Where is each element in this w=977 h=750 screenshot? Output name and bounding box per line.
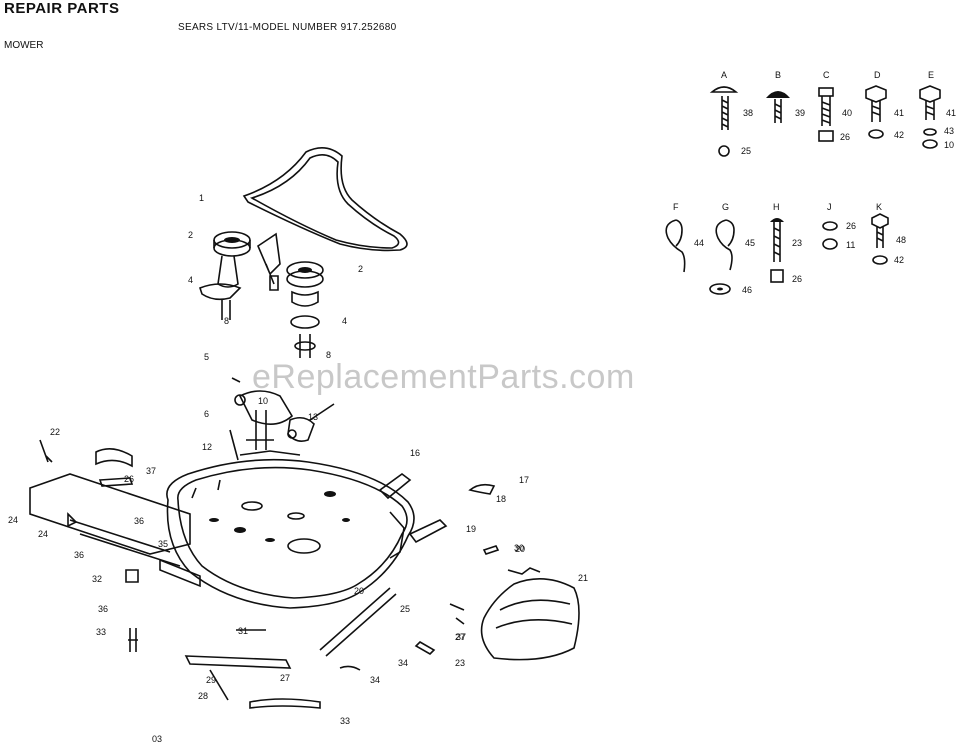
hw-c-ref-2: 26 xyxy=(840,132,850,142)
hw-c-ref-1: 40 xyxy=(842,108,852,118)
callout-23: 23 xyxy=(455,658,465,668)
callout-31: 31 xyxy=(238,626,248,636)
callout-26: 26 xyxy=(124,474,134,484)
callout-33b: 33 xyxy=(340,716,350,726)
callout-24a: 24 xyxy=(8,515,18,525)
callout-labels: 1 2 2 4 4 5 6 8 8 10 12 13 16 17 18 19 2… xyxy=(8,193,588,726)
pulley-left xyxy=(199,231,251,320)
hardware-d: D 41 42 xyxy=(865,70,904,140)
model-number: SEARS LTV/11-MODEL NUMBER 917.252680 xyxy=(178,22,397,33)
page-title: REPAIR PARTS xyxy=(4,0,120,17)
callout-28: 28 xyxy=(198,691,208,701)
callout-16: 16 xyxy=(410,448,420,458)
hw-g-ref-2: 46 xyxy=(742,285,752,295)
callout-12: 12 xyxy=(202,442,212,452)
callout-36: 36 xyxy=(134,516,144,526)
hw-k-letter: K xyxy=(876,202,882,212)
hw-c-letter: C xyxy=(823,70,830,80)
belt xyxy=(242,147,408,252)
hardware-f: F 44 xyxy=(665,202,704,273)
watermark: eReplacementParts.com xyxy=(252,358,635,396)
mower-drawing xyxy=(29,147,580,709)
callout-4b: 4 xyxy=(342,316,347,326)
callout-30: 30 xyxy=(514,543,524,553)
hw-e-ref-1: 41 xyxy=(946,108,956,118)
hw-h-ref-2: 26 xyxy=(792,274,802,284)
callout-34b: 34 xyxy=(398,658,408,668)
callout-8a: 8 xyxy=(224,316,229,326)
callout-20b: 20 xyxy=(354,586,364,596)
callout-5: 5 xyxy=(204,352,209,362)
hw-a-ref-2: 25 xyxy=(741,146,751,156)
callout-24b: 24 xyxy=(38,529,48,539)
callout-2a: 2 xyxy=(188,230,193,240)
hw-f-ref-1: 44 xyxy=(694,238,704,248)
deck-details xyxy=(191,479,350,554)
hw-j-ref-1: 26 xyxy=(846,221,856,231)
callout-35: 35 xyxy=(158,539,168,549)
hardware-g: G 45 46 xyxy=(709,202,755,295)
callout-36b: 36 xyxy=(74,550,84,560)
hardware-c: C 40 26 xyxy=(818,70,852,142)
hw-k-ref-2: 42 xyxy=(894,255,904,265)
hardware-j: J 26 11 xyxy=(822,202,856,250)
callout-1: 1 xyxy=(199,193,204,203)
callout-8b: 8 xyxy=(326,350,331,360)
hardware-legend: A 38 25 B 39 C 40 26 D 4 xyxy=(665,70,956,295)
hw-k-ref-1: 48 xyxy=(896,235,906,245)
hw-f-letter: F xyxy=(673,202,679,212)
pulley-right xyxy=(286,261,324,358)
discharge-chute xyxy=(480,578,580,661)
hardware-k: K 48 42 xyxy=(871,202,906,265)
hardware-e: E 41 43 10 xyxy=(919,70,956,150)
section-label: MOWER xyxy=(4,40,44,51)
hw-j-letter: J xyxy=(827,202,832,212)
hardware-b: B 39 xyxy=(766,70,805,123)
callout-25: 25 xyxy=(400,604,410,614)
hw-a-letter: A xyxy=(721,70,727,80)
callout-20: 20 xyxy=(515,544,525,554)
callout-10: 10 xyxy=(258,396,268,406)
callout-17: 17 xyxy=(519,475,529,485)
hw-a-ref-1: 38 xyxy=(743,108,753,118)
hardware-a: A 38 25 xyxy=(709,70,753,157)
mower-deck xyxy=(166,458,415,609)
callout-29: 29 xyxy=(206,675,216,685)
callout-37b: 37 xyxy=(456,632,466,642)
hardware-h: H 23 26 xyxy=(770,202,802,284)
callout-27b: 27 xyxy=(280,673,290,683)
callout-2b: 2 xyxy=(358,264,363,274)
hw-g-letter: G xyxy=(722,202,729,212)
hw-h-letter: H xyxy=(773,202,780,212)
hw-e-ref-2: 43 xyxy=(944,126,954,136)
hw-b-letter: B xyxy=(775,70,781,80)
callout-13: 13 xyxy=(308,412,318,422)
hw-b-ref-1: 39 xyxy=(795,108,805,118)
callout-21: 21 xyxy=(578,573,588,583)
callout-38: 36 xyxy=(98,604,108,614)
callout-27a: 27 xyxy=(455,632,465,642)
callout-18: 18 xyxy=(496,494,506,504)
callout-4a: 4 xyxy=(188,275,193,285)
callout-22: 22 xyxy=(50,427,60,437)
hw-d-ref-2: 42 xyxy=(894,130,904,140)
page-number: 03 xyxy=(152,734,163,744)
callout-34a: 34 xyxy=(370,675,380,685)
hw-d-ref-1: 41 xyxy=(894,108,904,118)
callout-19: 19 xyxy=(466,524,476,534)
hw-g-ref-1: 45 xyxy=(745,238,755,248)
callout-6: 6 xyxy=(204,409,209,419)
hw-j-ref-2: 11 xyxy=(846,240,855,250)
callout-32: 32 xyxy=(92,574,102,584)
hw-e-letter: E xyxy=(928,70,934,80)
callout-37a: 37 xyxy=(146,466,156,476)
hw-h-ref-1: 23 xyxy=(792,238,802,248)
hw-e-ref-3: 10 xyxy=(944,140,954,150)
hw-d-letter: D xyxy=(874,70,881,80)
callout-33a: 33 xyxy=(96,627,106,637)
